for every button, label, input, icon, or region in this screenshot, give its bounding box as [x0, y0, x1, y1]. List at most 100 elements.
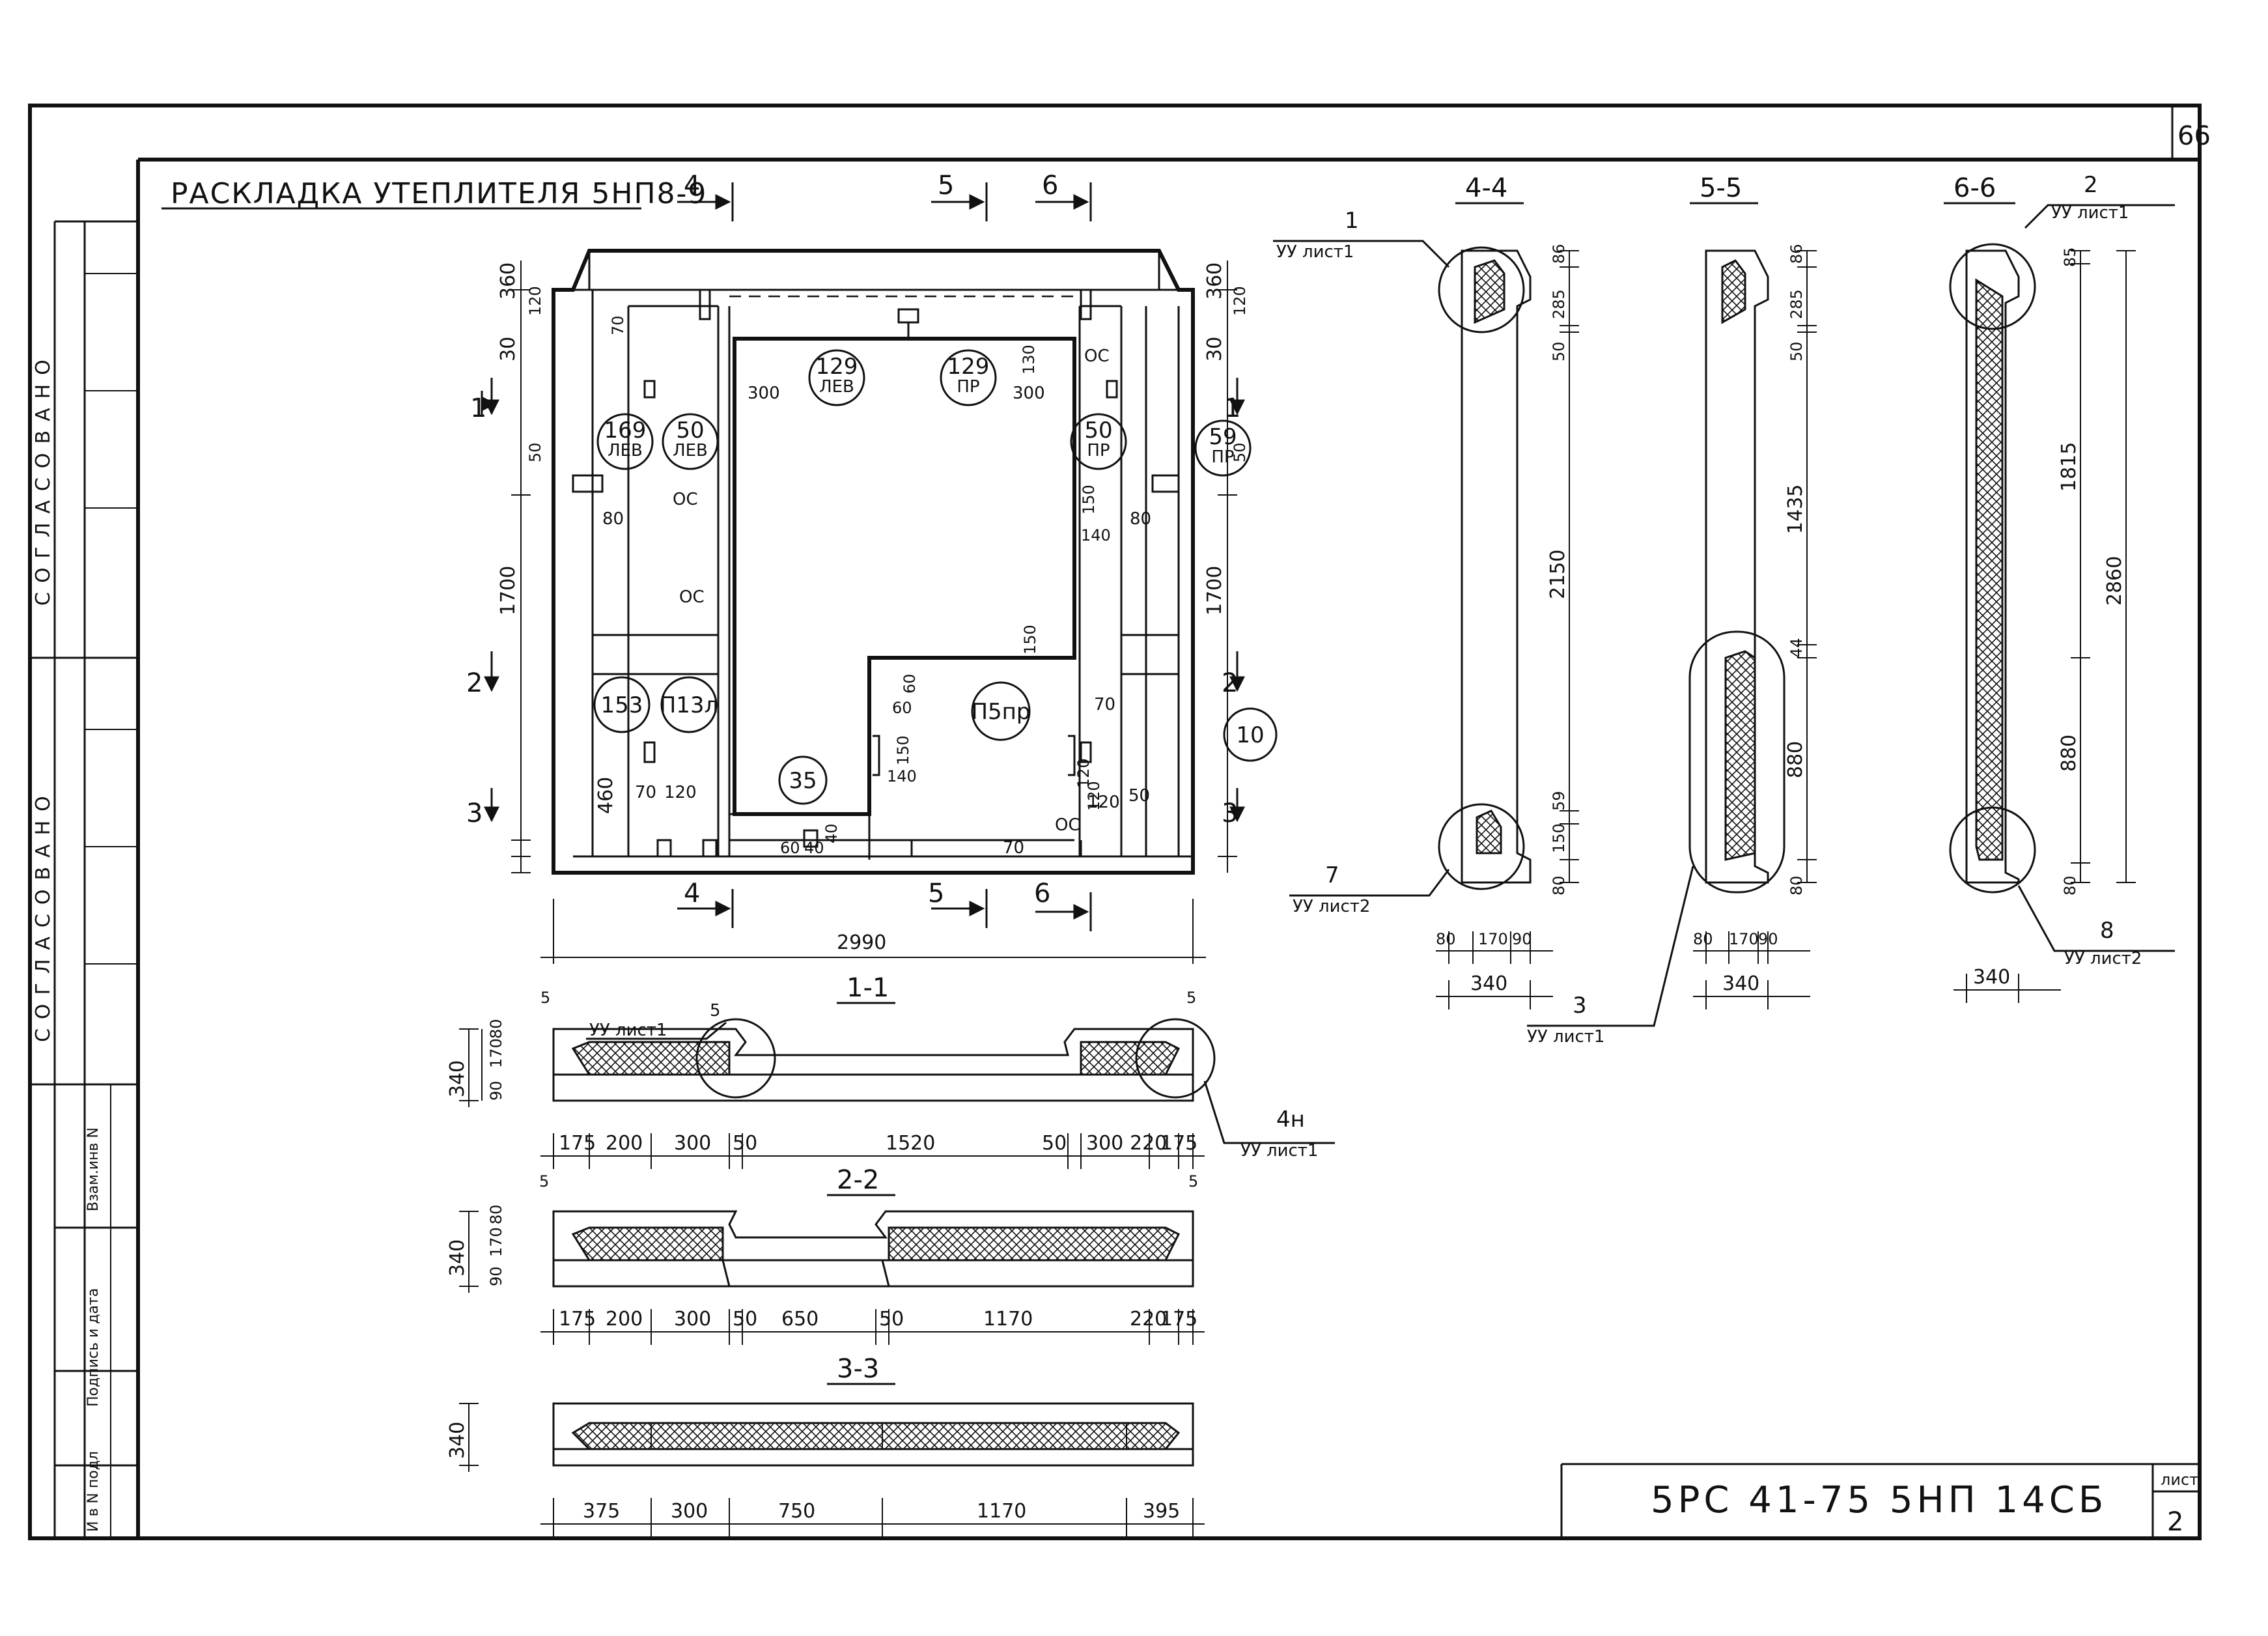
dim-left-50: 50	[526, 442, 544, 462]
s55-vdim-50: 50	[1787, 341, 1806, 361]
dim-left-80: 80	[602, 509, 624, 529]
svg-text:59: 59	[1209, 424, 1237, 450]
s44-callout-bottom-num: 7	[1325, 862, 1339, 888]
dim-inner-120-a: 120	[664, 783, 697, 802]
s22-edge-right: 5	[1188, 1172, 1198, 1191]
s22-vdim-80: 80	[487, 1204, 505, 1224]
s66-vdim-1815: 1815	[2058, 442, 2080, 492]
s55-vdim-80: 80	[1787, 875, 1806, 896]
dim-top-right-30: 30	[1203, 337, 1226, 361]
s33-dim-375: 375	[583, 1500, 620, 1523]
cut-5-bottom: 5	[928, 879, 944, 909]
s55-hdim-80: 80	[1693, 930, 1713, 948]
s22-vdim-90: 90	[487, 1266, 505, 1286]
dim-inner-120-d: 120	[1085, 781, 1103, 811]
s11-vdim-340: 340	[446, 1060, 469, 1097]
agreed-label-1: СОГЛАСОВАНО	[32, 350, 55, 606]
s66-callout-top-num: 2	[2084, 172, 2098, 198]
sheet-frame	[28, 104, 2202, 1540]
dim-inner-300-right: 300	[1013, 384, 1045, 403]
panel-mark-35: 35	[778, 755, 828, 805]
s11-edge-left: 5	[540, 989, 550, 1007]
s22-dim-50-a: 50	[733, 1308, 757, 1331]
dim-inner-300-left: 300	[748, 384, 780, 403]
s44-vdim-86: 86	[1550, 244, 1568, 264]
dim-right-1700: 1700	[1203, 566, 1226, 615]
s22-edge-left: 5	[539, 1172, 549, 1191]
plan-dimensions: 360 120 30 70 360 120 30 50 1700 460 80 …	[497, 261, 1249, 964]
s44-callout-top-num: 1	[1345, 208, 1359, 234]
oc-label-3: ОС	[1084, 346, 1110, 366]
panel-mark-10: 10	[1223, 707, 1278, 762]
section-1-1: 1-1 5 УУ лист1 4н УУ лист1 5 5 340 90 17…	[446, 973, 1335, 1169]
dim-inner-50: 50	[1128, 786, 1150, 806]
dim-inner-150-b: 150	[1021, 625, 1039, 655]
s11-callout-left-sheet: УУ лист1	[589, 1021, 667, 1040]
dim-top-left-30: 30	[497, 337, 520, 361]
cut-1-right: 1	[1224, 393, 1240, 423]
s44-vdim-285: 285	[1550, 289, 1568, 319]
s66-vdim-85: 85	[2061, 247, 2079, 267]
s11-dim-300-a: 300	[674, 1132, 711, 1155]
s33-dim-300: 300	[671, 1500, 708, 1523]
s55-vdim-44: 44	[1787, 638, 1806, 658]
dim-left-1700: 1700	[497, 566, 520, 615]
dim-top-left-120: 120	[526, 286, 544, 316]
section-3-3-title: 3-3	[837, 1354, 879, 1384]
s11-dim-300-b: 300	[1086, 1132, 1123, 1155]
s55-callout-bottom-sheet: УУ лист1	[1527, 1027, 1604, 1047]
s44-vdim-50: 50	[1550, 341, 1568, 361]
s22-dim-175-b: 175	[1160, 1308, 1197, 1331]
cut-3-right: 3	[1222, 798, 1238, 828]
dim-inner-70-a: 70	[635, 783, 656, 802]
s44-callout-bottom-sheet: УУ лист2	[1293, 897, 1370, 916]
s44-vdim-59: 59	[1550, 791, 1568, 811]
panel-mark-p13l: П13л	[660, 676, 718, 733]
panel-mark-129-pr: 129 ПР	[940, 349, 997, 406]
section-5-5: 5-5 3 УУ лист1 86 285 50 1435 44 880 80 …	[1527, 173, 1817, 1047]
dim-inner-150-c: 150	[894, 735, 912, 765]
svg-text:129: 129	[816, 354, 858, 380]
s22-dim-220: 220	[1130, 1308, 1167, 1331]
svg-text:153: 153	[601, 692, 643, 718]
dim-top-right-120: 120	[1231, 286, 1249, 316]
cut-6-bottom: 6	[1034, 879, 1050, 909]
s66-vdim-80: 80	[2061, 875, 2079, 896]
s44-hdim-340: 340	[1470, 972, 1507, 995]
dim-inner-60-b: 60	[892, 699, 912, 717]
s11-callout-right-num: 4н	[1276, 1107, 1305, 1133]
svg-text:ПР: ПР	[1087, 441, 1110, 460]
oc-label-4: ОС	[1055, 815, 1080, 835]
section-cut-marks: 1 2 3 1 2 3 4 5 6 4 5 6	[466, 171, 1245, 931]
s22-dim-300: 300	[674, 1308, 711, 1331]
panel-mark-59-pr: 59 ПР	[1194, 419, 1252, 477]
svg-text:ЛЕВ: ЛЕВ	[673, 441, 708, 460]
section-4-4: 4-4 1 УУ лист1 7 УУ лист2 86 285 50 2150…	[1273, 173, 1579, 1009]
dim-inner-70-b: 70	[1094, 695, 1115, 714]
s11-vdim-80: 80	[487, 1019, 505, 1039]
svg-text:10: 10	[1236, 722, 1264, 748]
panel-mark-p5pr: П5пр	[971, 681, 1031, 741]
section-6-6-title: 6-6	[1953, 173, 1996, 203]
s44-callout-top-sheet: УУ лист1	[1276, 242, 1354, 262]
drawing-title: РАСКЛАДКА УТЕПЛИТЕЛЯ 5НП8-9	[171, 177, 707, 210]
s33-vdim-340: 340	[446, 1422, 469, 1459]
dim-top-left-70: 70	[609, 315, 627, 335]
dim-right-50: 50	[1231, 442, 1249, 462]
oc-label-2: ОС	[679, 587, 705, 607]
s11-dim-50-b: 50	[1042, 1132, 1067, 1155]
cut-2-right: 2	[1222, 668, 1238, 698]
dim-inner-60-a: 60	[901, 673, 919, 694]
svg-text:169: 169	[604, 417, 647, 444]
dim-inner-60-c: 60	[780, 839, 800, 857]
svg-text:129: 129	[947, 354, 990, 380]
panel-marks: 169 ЛЕВ 50 ЛЕВ 129 ЛЕВ 129 ПР 50 ПР 59 П…	[593, 349, 1278, 805]
dim-inner-140-a: 140	[1081, 526, 1111, 544]
dim-right-80: 80	[1130, 509, 1151, 529]
panel-mark-50-lev: 50 ЛЕВ	[662, 413, 719, 470]
s66-callout-bottom-sheet: УУ лист2	[2064, 949, 2142, 968]
s22-vdim-340: 340	[446, 1239, 469, 1276]
section-4-4-title: 4-4	[1465, 173, 1507, 203]
plan-view	[552, 249, 1195, 875]
